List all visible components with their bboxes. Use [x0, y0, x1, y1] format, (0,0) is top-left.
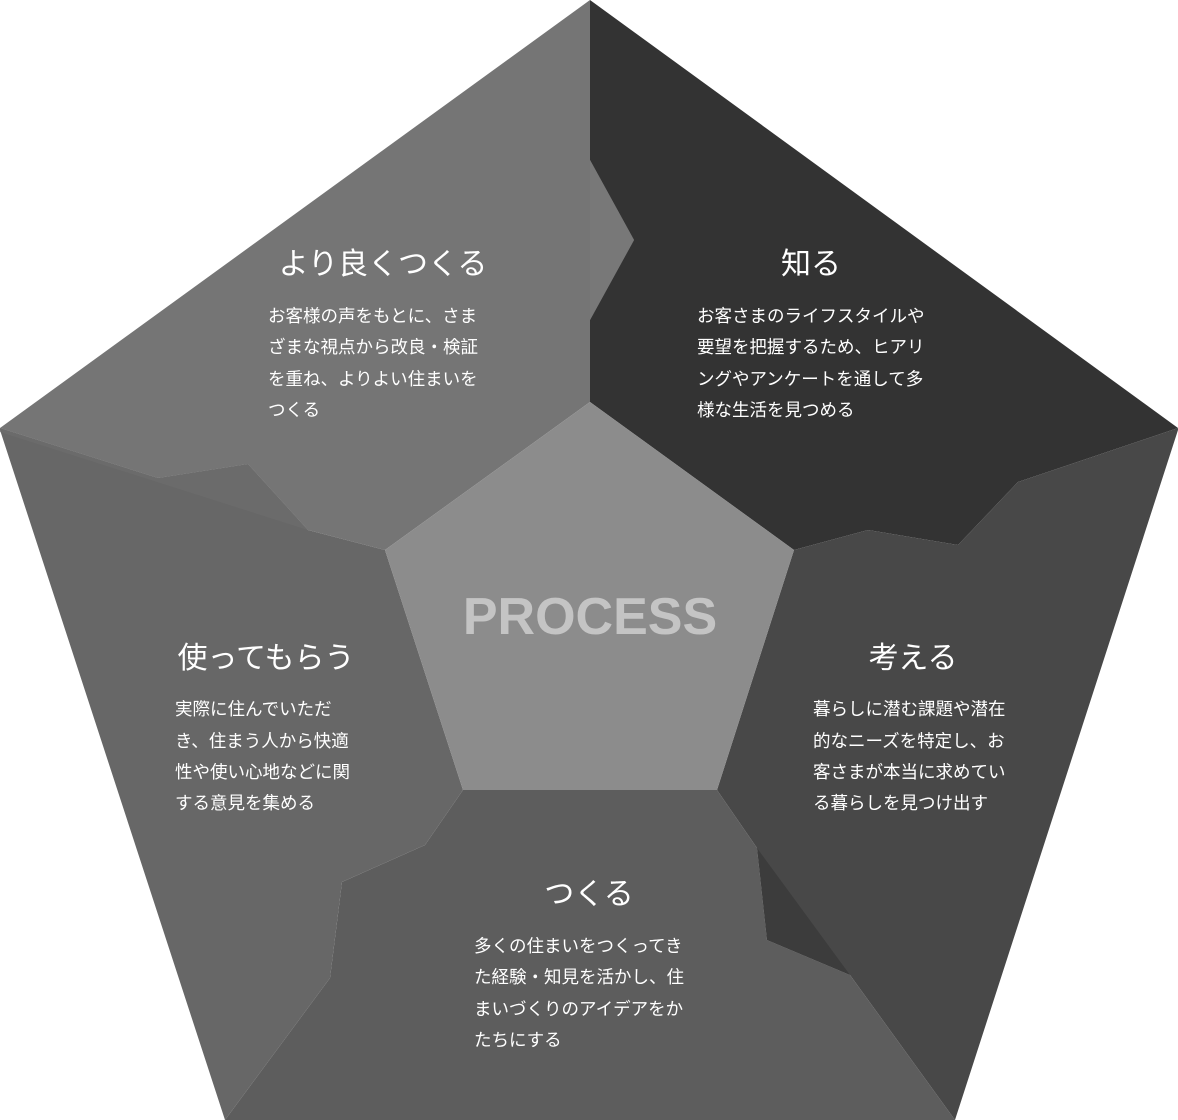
segment-know-line-3: ングやアンケートを通して多: [697, 370, 923, 390]
segment-use-text: 使ってもらう 実際に住んでいただ き、住まう人から快適 性や使い心地などに関 す…: [175, 641, 355, 814]
center-pentagon: PROCESS: [385, 402, 794, 790]
segment-think-line-1: 暮らしに潜む課題や潜在: [813, 700, 1006, 720]
segment-improve-line-3: を重ね、よりよい住まいを: [268, 370, 478, 390]
segment-make: [225, 790, 955, 1120]
segment-know-line-1: お客さまのライフスタイルや: [697, 307, 925, 327]
segment-know-shape: [590, 0, 1178, 550]
segment-improve-line-4: つくる: [268, 401, 320, 421]
segment-use-line-2: き、住まう人から快適: [175, 732, 349, 752]
segment-improve-line-2: ざまな視点から改良・検証: [268, 337, 478, 358]
segment-use: [0, 428, 463, 1120]
center-pentagon-shape: [385, 402, 794, 790]
center-label: PROCESS: [463, 588, 717, 646]
segment-use-line-4: する意見を集める: [175, 794, 315, 814]
segment-think-facet: [757, 848, 850, 975]
segment-improve-title: より良くつくる: [279, 247, 488, 282]
segment-think-text: 考える 暮らしに潜む課題や潜在 的なニーズを特定し、お 客さまが本当に求めてい …: [813, 641, 1006, 814]
segment-use-line-3: 性や使い心地などに関: [175, 762, 350, 783]
segment-know-text: 知る お客さまのライフスタイルや 要望を把握するため、ヒアリ ングやアンケートを…: [697, 247, 925, 421]
segment-improve-facet: [590, 160, 634, 320]
segment-think-line-4: る暮らしを見つけ出す: [813, 794, 988, 814]
segment-make-line-1: 多くの住まいをつくってき: [474, 937, 683, 957]
segment-make-line-3: まいづくりのアイデアをか: [474, 999, 683, 1020]
segment-know: [590, 0, 1178, 550]
segment-improve-shape: [0, 0, 634, 550]
segment-make-line-4: たちにする: [474, 1031, 562, 1051]
segment-improve: [0, 0, 634, 550]
segment-make-text: つくる 多くの住まいをつくってき た経験・知見を活かし、住 まいづくりのアイデア…: [474, 877, 684, 1051]
segment-think-line-3: 客さまが本当に求めてい: [813, 763, 1006, 783]
segment-know-line-2: 要望を把握するため、ヒアリ: [697, 338, 925, 358]
segment-use-title: 使ってもらう: [178, 641, 355, 676]
segment-think-line-2: 的なニーズを特定し、お: [813, 732, 1005, 752]
segment-know-title: 知る: [781, 247, 841, 282]
segment-think-title: 考える: [868, 641, 957, 676]
segment-use-line-1: 実際に住んでいただ: [175, 700, 332, 720]
segment-think: [717, 428, 1178, 1120]
segment-improve-text: より良くつくる お客様の声をもとに、さま ざまな視点から改良・検証 を重ね、より…: [268, 247, 487, 421]
segment-know-line-4: 様な生活を見つめる: [697, 401, 855, 421]
segment-make-shape: [225, 790, 955, 1120]
segment-make-title: つくる: [544, 877, 633, 912]
segment-think-shape: [717, 428, 1178, 1120]
segment-use-facet: [0, 428, 308, 530]
segment-improve-line-1: お客様の声をもとに、さま: [268, 307, 477, 327]
segment-make-line-2: た経験・知見を活かし、住: [474, 968, 684, 988]
segment-use-shape: [0, 428, 463, 1120]
